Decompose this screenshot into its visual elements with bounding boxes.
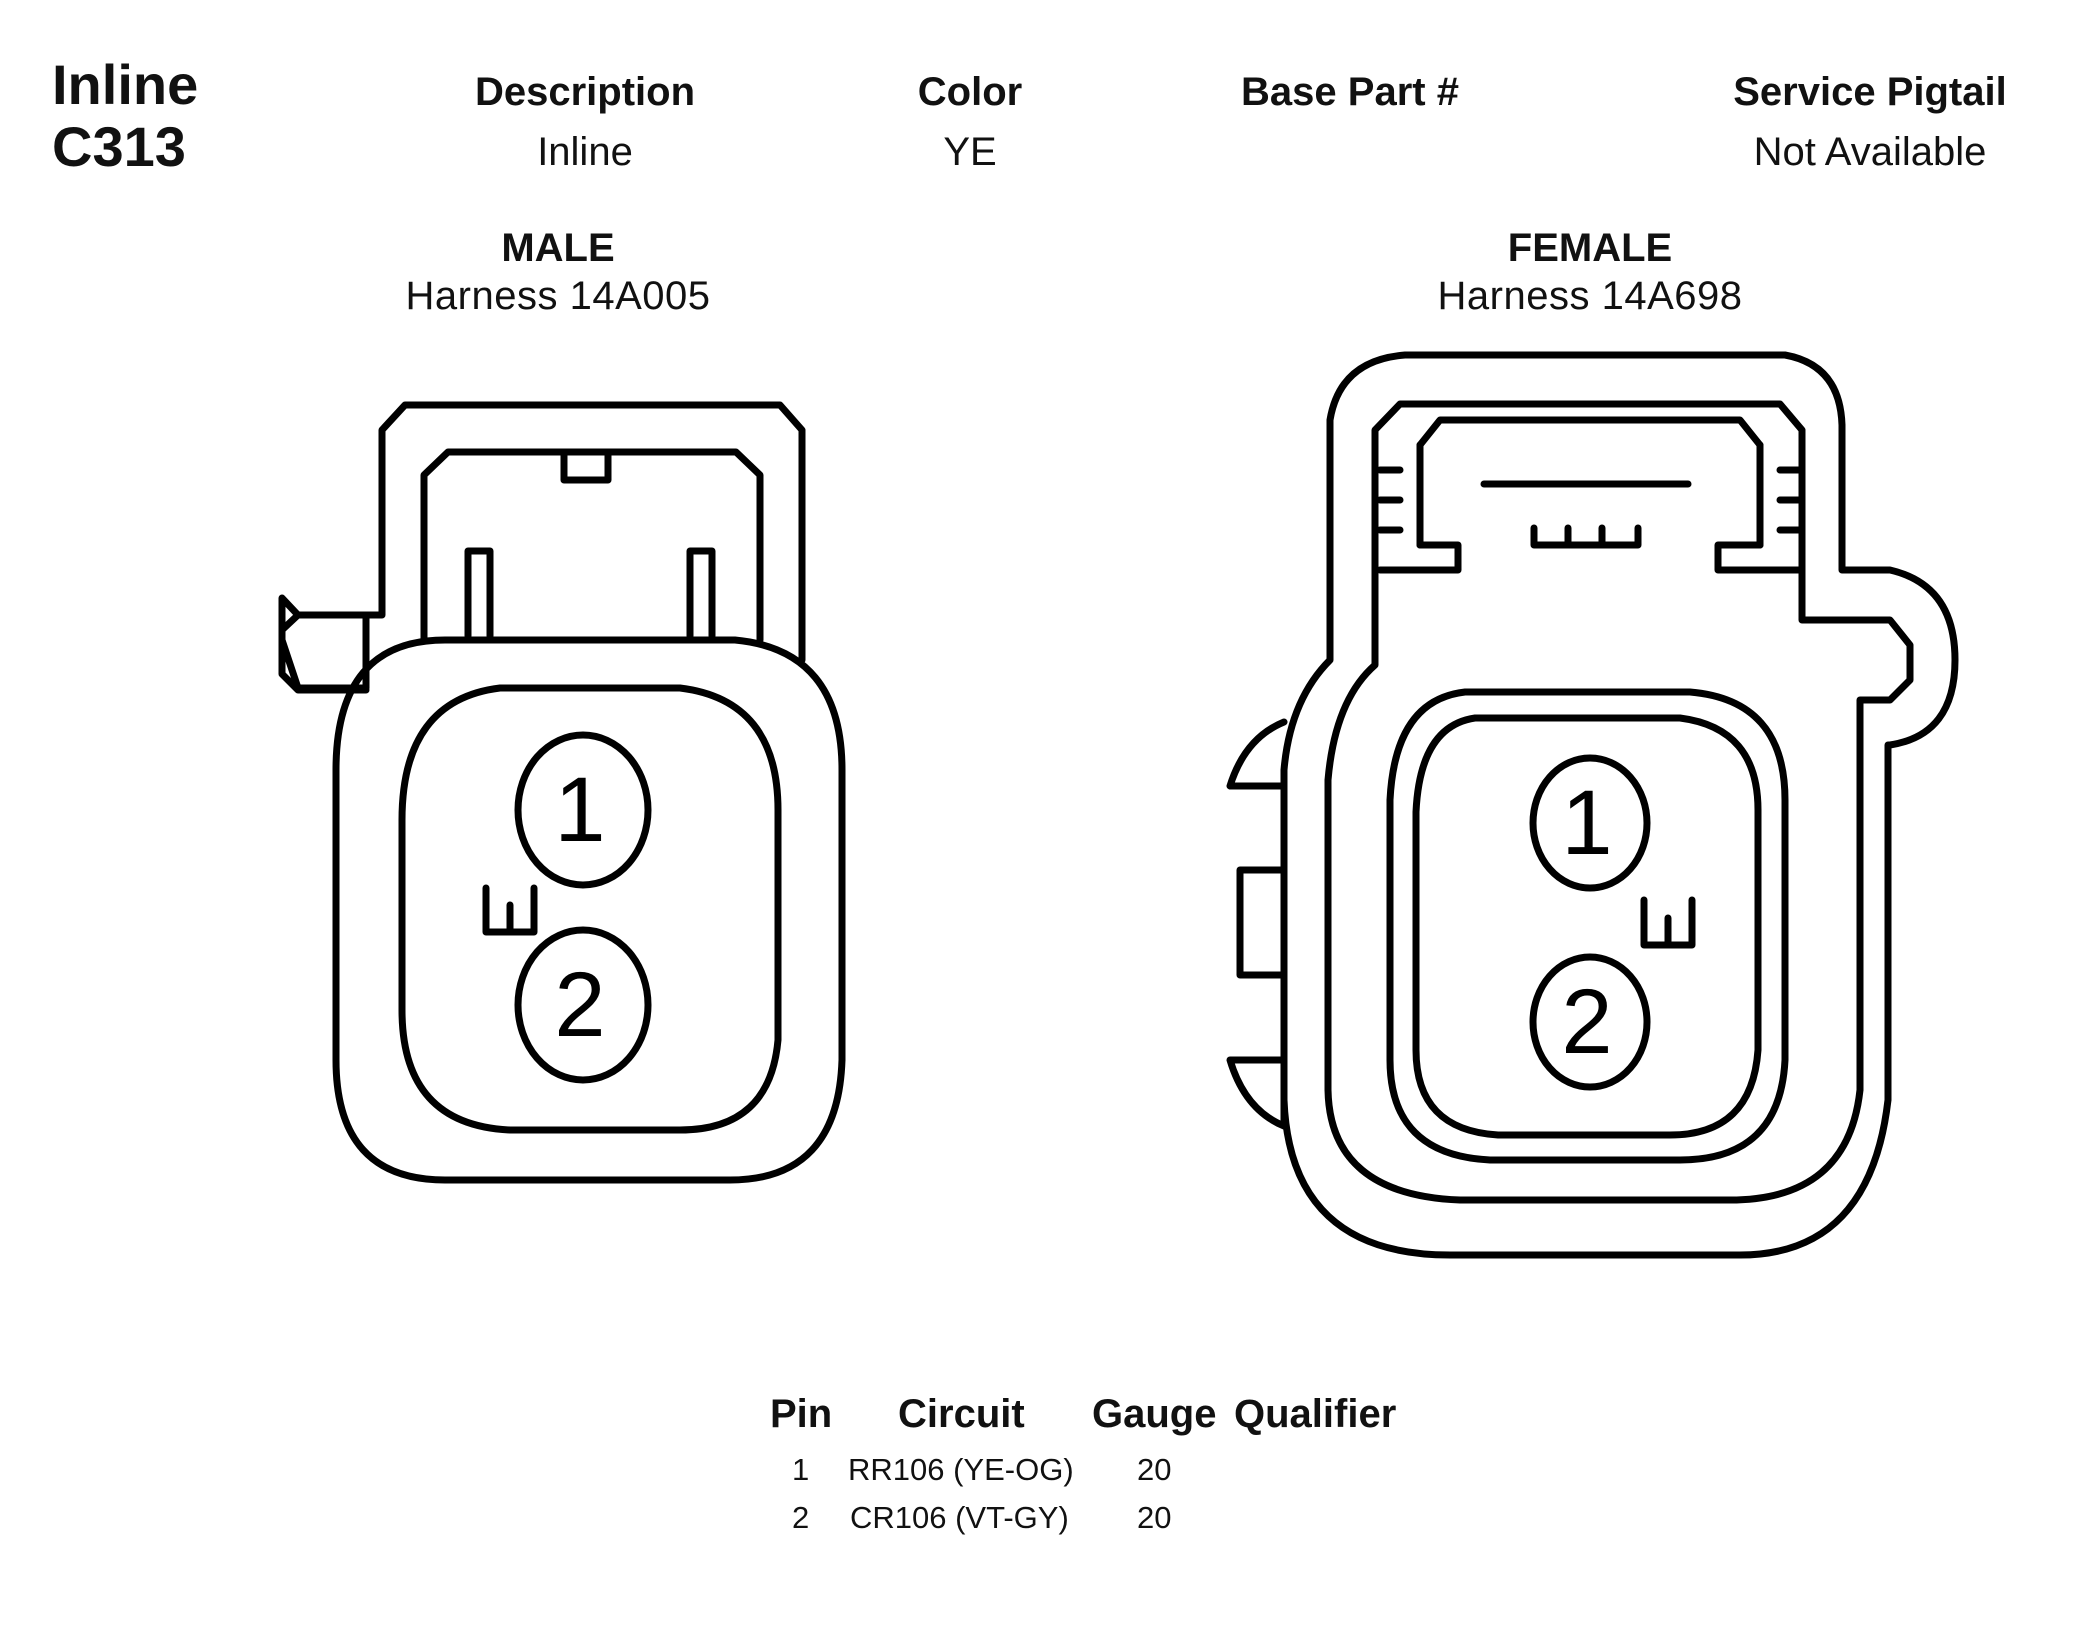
female-cavity-outer <box>1386 688 1789 1164</box>
male-key-notch <box>560 451 612 484</box>
female-pin-2-label: 2 <box>1561 971 1612 1073</box>
female-rib-bottom <box>1226 1056 1288 1130</box>
male-post-left <box>464 547 494 640</box>
gauge-column-header: Gauge <box>1092 1392 1217 1436</box>
male-w-mark <box>482 884 538 936</box>
female-clip-right <box>1776 466 1804 534</box>
female-harness: Harness 14A698 <box>1437 274 1743 318</box>
qualifier-column-header: Qualifier <box>1234 1392 1397 1436</box>
table-row-2-pin: 2 <box>792 1500 810 1535</box>
description-value: Inline <box>537 130 633 174</box>
female-inner-frame <box>1324 400 1914 1204</box>
male-pin-2-label: 2 <box>554 954 605 1056</box>
table-row-2-circuit: CR106 (VT-GY) <box>850 1500 1069 1535</box>
base-part-header: Base Part # <box>1241 70 1459 114</box>
service-pigtail-header: Service Pigtail <box>1733 70 2007 114</box>
service-pigtail-value: Not Available <box>1753 130 1987 174</box>
female-connector: 1 2 <box>1226 351 1959 1259</box>
description-header: Description <box>474 70 696 114</box>
male-body-outline <box>332 636 846 1184</box>
female-latch-bar <box>1376 416 1804 574</box>
connector-id: C313 <box>52 115 186 178</box>
color-value: YE <box>943 130 997 174</box>
female-pin-1 <box>1529 754 1651 892</box>
female-pin-2 <box>1529 953 1651 1091</box>
male-inner-latch <box>420 448 764 644</box>
color-header: Color <box>917 70 1023 114</box>
female-latch-inner <box>1416 441 1764 549</box>
male-latch-tab <box>278 401 806 694</box>
female-cavity-inner <box>1412 714 1762 1139</box>
connector-type: Inline <box>52 53 199 116</box>
female-pin-1-label: 1 <box>1561 772 1612 874</box>
male-pin-2 <box>514 926 652 1084</box>
table-row-1-pin: 1 <box>792 1452 810 1487</box>
male-post-right <box>686 547 716 640</box>
female-outer-shell <box>1280 351 1959 1259</box>
male-connector: 1 2 <box>278 401 846 1184</box>
circuit-column-header: Circuit <box>898 1392 1025 1436</box>
male-cavity-outline <box>398 684 782 1134</box>
table-row-1-gauge: 20 <box>1137 1452 1172 1487</box>
male-harness: Harness 14A005 <box>405 274 711 318</box>
female-rib-top <box>1226 718 1288 790</box>
female-key-comb <box>1530 524 1642 549</box>
table-row-2-gauge: 20 <box>1137 1500 1172 1535</box>
female-clip-left <box>1376 466 1404 534</box>
male-pin-1-label: 1 <box>554 759 605 861</box>
female-title: FEMALE <box>1507 226 1673 270</box>
pin-column-header: Pin <box>770 1392 833 1436</box>
female-rib-middle <box>1236 866 1288 979</box>
male-title: MALE <box>501 226 615 270</box>
male-pin-1 <box>514 731 652 889</box>
female-w-mark <box>1640 896 1696 949</box>
table-row-1-circuit: RR106 (YE-OG) <box>848 1452 1074 1487</box>
